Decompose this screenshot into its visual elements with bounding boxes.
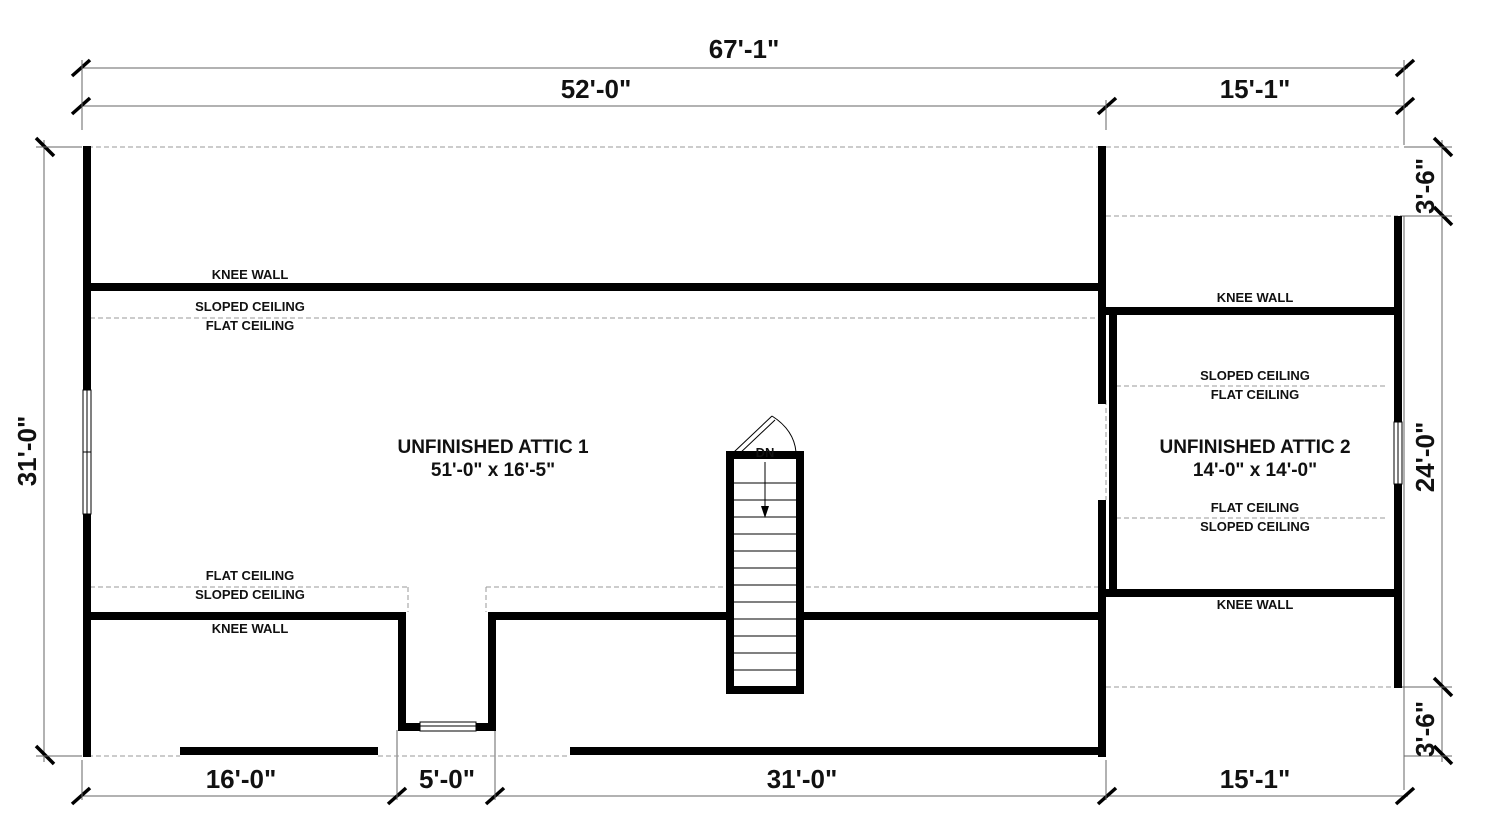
dim-right-width-bottom: 15'-1" <box>1220 764 1291 794</box>
dim-bottom-seg2: 5'-0" <box>419 764 475 794</box>
room-name-attic-2: UNFINISHED ATTIC 2 <box>1159 437 1350 458</box>
stair-arrow-icon <box>761 506 769 518</box>
dim-overall-width: 67'-1" <box>709 34 780 64</box>
window-left <box>82 389 92 515</box>
dim-left-width: 52'-0" <box>561 74 632 104</box>
flat-ceiling-label-a1-top: FLAT CEILING <box>206 318 295 333</box>
sloped-ceiling-label-a2-bottom: SLOPED CEILING <box>1200 519 1310 534</box>
dim-right-bottom-offset: 3'-6" <box>1410 701 1440 757</box>
room-name-attic-1: UNFINISHED ATTIC 1 <box>397 437 588 458</box>
knee-wall-label-a2-bottom: KNEE WALL <box>1217 597 1294 612</box>
sloped-ceiling-label-a1-bottom: SLOPED CEILING <box>195 587 305 602</box>
stairway <box>726 415 804 694</box>
dim-right-width-top: 15'-1" <box>1220 74 1291 104</box>
room-size-attic-2: 14'-0" x 14'-0" <box>1193 460 1317 481</box>
window-right <box>1393 421 1403 485</box>
walls <box>83 146 1402 757</box>
flat-ceiling-label-a2-top: FLAT CEILING <box>1211 387 1300 402</box>
room-size-attic-1: 51'-0" x 16'-5" <box>431 460 555 481</box>
flat-ceiling-label-a1-bottom: FLAT CEILING <box>206 568 295 583</box>
dim-overall-depth: 31'-0" <box>12 416 42 487</box>
flat-ceiling-label-a2-bottom: FLAT CEILING <box>1211 500 1300 515</box>
dim-right-top-offset: 3'-6" <box>1410 158 1440 214</box>
sloped-ceiling-label-a1-top: SLOPED CEILING <box>195 299 305 314</box>
knee-wall-label-a2-top: KNEE WALL <box>1217 290 1294 305</box>
dim-bottom-seg1: 16'-0" <box>206 764 277 794</box>
window-bottom <box>419 721 477 732</box>
knee-wall-label-a1-top: KNEE WALL <box>212 267 289 282</box>
dim-right-depth: 24'-0" <box>1410 422 1440 493</box>
sloped-ceiling-label-a2-top: SLOPED CEILING <box>1200 368 1310 383</box>
stair-down-label: DN <box>756 445 775 460</box>
dim-bottom-seg3: 31'-0" <box>767 764 838 794</box>
dimension-lines <box>34 58 1454 806</box>
knee-wall-label-a1-bottom: KNEE WALL <box>212 621 289 636</box>
